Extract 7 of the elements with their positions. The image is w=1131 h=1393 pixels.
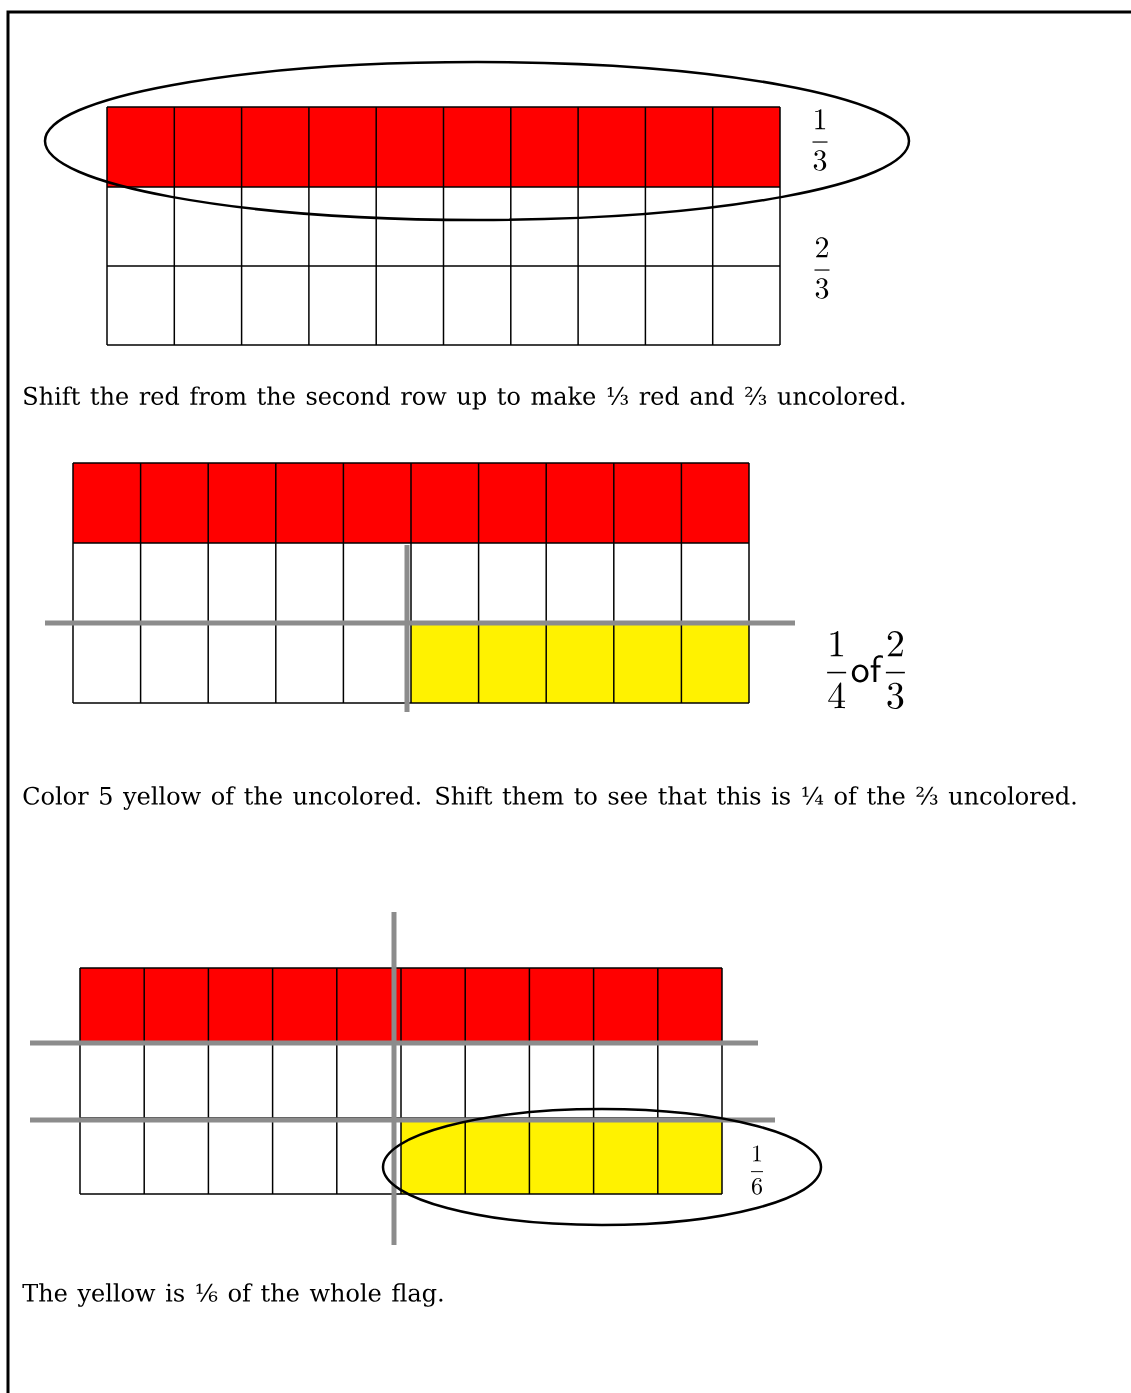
fraction-label: $\frac{1}{4}\mathsf{of}\frac{2}{3}$ [827,631,905,709]
fraction-label: $\frac{1}{6}$ [751,1145,763,1195]
fraction-label: $\frac{2}{3}$ [814,237,830,299]
instruction-text: Shift the red from the second row up to make ⅓ red and ⅔ uncolored. [24,386,905,410]
instruction-text: Color 5 yellow of the uncolored. Shift them to see that this is ¼ of the ⅔ uncolored. [23,786,1076,810]
instruction-text: The yellow is ⅙ of the whole flag. [22,1283,443,1307]
fraction-label: $\frac{1}{3}$ [812,109,828,171]
